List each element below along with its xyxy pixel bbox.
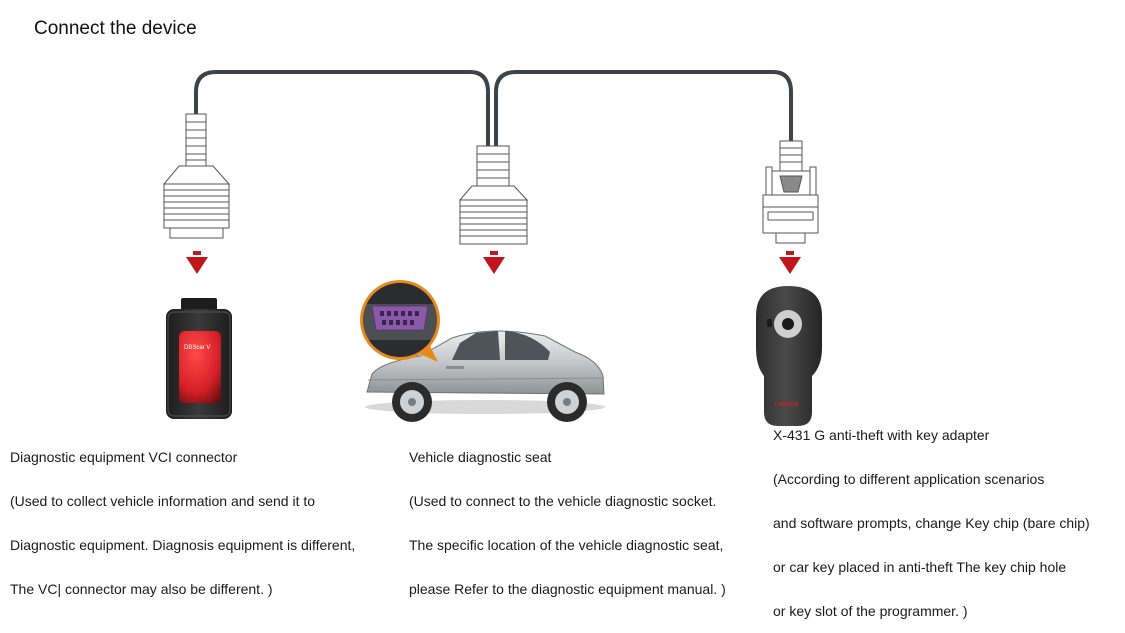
- key-line: or car key placed in anti-theft The key …: [773, 559, 1067, 575]
- obd-connector-middle: [458, 145, 529, 245]
- arrow-down-icon: [483, 251, 505, 274]
- vci-device-image: DBScar V: [166, 298, 232, 419]
- cable-harness: [194, 70, 793, 148]
- car-image: [365, 330, 605, 422]
- arrow-down-icon: [186, 251, 208, 274]
- seat-line: The specific location of the vehicle dia…: [409, 537, 724, 553]
- vci-line: Diagnostic equipment. Diagnosis equipmen…: [10, 537, 356, 553]
- vci-screen-label: DBScar V: [184, 345, 210, 351]
- key-heading: X-431 G anti-theft with key adapter: [773, 427, 990, 443]
- seat-heading: Vehicle diagnostic seat: [409, 449, 552, 465]
- key-adapter-image: LAUNCH: [756, 286, 822, 426]
- obd-port-callout: [360, 280, 440, 360]
- key-description: X-431 G anti-theft with key adapter (Acc…: [773, 413, 1090, 633]
- vci-line: (Used to collect vehicle information and…: [10, 493, 316, 509]
- cable-left: [194, 70, 490, 148]
- key-line: or key slot of the programmer. ): [773, 603, 968, 619]
- obd-connector-left: [162, 113, 231, 239]
- vci-line: The VC| connector may also be different.…: [10, 581, 273, 597]
- seat-line: (Used to connect to the vehicle diagnost…: [409, 493, 717, 509]
- arrow-down-icon: [779, 251, 801, 274]
- key-brand-label: LAUNCH: [775, 402, 798, 408]
- page-title: Connect the device: [34, 18, 197, 39]
- vci-heading: Diagnostic equipment VCI connector: [10, 449, 238, 465]
- connection-diagram: DBScar V: [162, 70, 822, 426]
- seat-description: Vehicle diagnostic seat (Used to connect…: [409, 435, 726, 611]
- cable-right: [494, 70, 793, 148]
- seat-line: please Refer to the diagnostic equipment…: [409, 581, 726, 597]
- vci-description: Diagnostic equipment VCI connector (Used…: [10, 435, 355, 611]
- key-line: and software prompts, change Key chip (b…: [773, 515, 1090, 531]
- key-line: (According to different application scen…: [773, 471, 1045, 487]
- db-connector-right: [762, 140, 819, 244]
